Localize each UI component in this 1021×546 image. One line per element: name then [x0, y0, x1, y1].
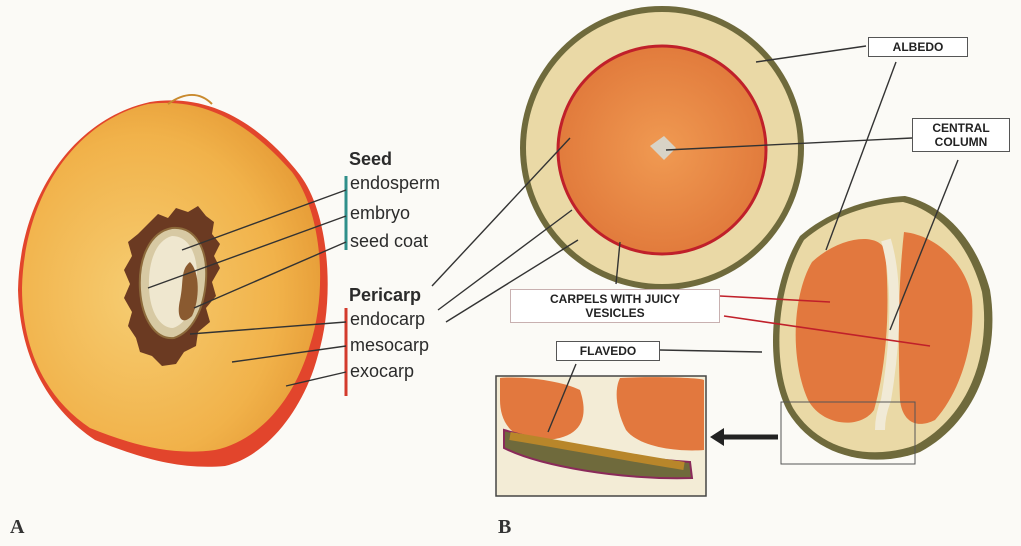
panel-letter-a: A — [10, 516, 24, 539]
label-mesocarp: mesocarp — [350, 334, 429, 356]
peach-section — [18, 95, 346, 467]
label-seed-coat: seed coat — [350, 230, 428, 252]
orange-segment — [773, 196, 992, 464]
carpels-line1: CARPELS WITH JUICY — [517, 292, 713, 306]
zoom-arrow — [710, 428, 778, 446]
pericarp-heading: Pericarp — [349, 284, 421, 306]
label-exocarp: exocarp — [350, 360, 414, 382]
flavedo-inset — [496, 376, 706, 496]
label-central-column: CENTRAL COLUMN — [912, 118, 1010, 152]
label-endosperm: endosperm — [350, 172, 440, 194]
label-flavedo: FLAVEDO — [556, 341, 660, 361]
seed-heading: Seed — [349, 148, 392, 170]
central-column-line1: CENTRAL — [919, 121, 1003, 135]
orange-cross-section — [520, 6, 804, 290]
carpels-line2: VESICLES — [517, 306, 713, 320]
central-column-line2: COLUMN — [919, 135, 1003, 149]
label-embryo: embryo — [350, 202, 410, 224]
label-albedo: ALBEDO — [868, 37, 968, 57]
label-carpels: CARPELS WITH JUICY VESICLES — [510, 289, 720, 323]
panel-letter-b: B — [498, 516, 511, 539]
label-endocarp: endocarp — [350, 308, 425, 330]
